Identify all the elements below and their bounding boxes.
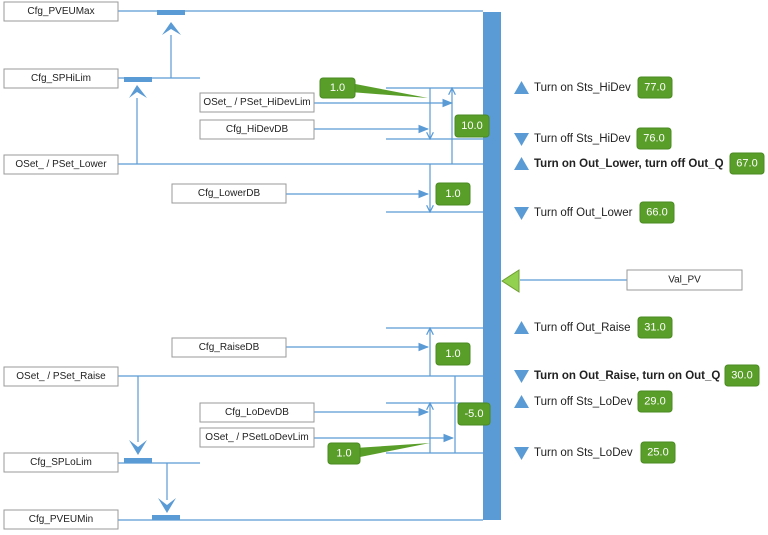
triangle-up-icon — [514, 395, 529, 408]
raisedb-badge: 1.0 — [435, 342, 471, 366]
threshold-item: Turn off Sts_HiDev 76.0 — [514, 127, 672, 150]
threshold-label: Turn on Out_Lower, turn off Out_Q — [534, 158, 724, 170]
threshold-value: 29.0 — [644, 396, 665, 408]
threshold-value-badge — [637, 76, 673, 99]
threshold-value: 66.0 — [646, 207, 667, 219]
input-label: OSet_ / PSet_Lower — [15, 159, 107, 170]
input-label: Cfg_SPHiLim — [31, 73, 91, 84]
input-cfg-hidevdb[interactable]: Cfg_HiDevDB — [199, 119, 315, 140]
threshold-item: Turn off Out_Raise 31.0 — [514, 316, 673, 339]
svg-text:1.0: 1.0 — [336, 448, 351, 460]
threshold-label: Turn on Sts_HiDev — [534, 82, 631, 94]
triangle-up-icon — [514, 81, 529, 94]
threshold-value-badge — [639, 201, 675, 224]
input-label: Cfg_RaiseDB — [199, 342, 260, 353]
threshold-item: Turn on Sts_HiDev 77.0 — [514, 76, 673, 99]
connector-lines — [118, 10, 627, 521]
triangle-up-icon — [514, 321, 529, 334]
input-cfg-lowerdb[interactable]: Cfg_LowerDB — [171, 183, 287, 204]
threshold-label: Turn off Out_Lower — [534, 207, 633, 219]
input-cfg-lodevdb[interactable]: Cfg_LoDevDB — [199, 402, 315, 423]
svg-text:1.0: 1.0 — [445, 188, 460, 200]
threshold-value: 67.0 — [736, 158, 757, 170]
input-label: Cfg_LoDevDB — [225, 407, 289, 418]
hidevdb-callout: 1.0 — [319, 77, 428, 99]
lodevdb-callout: 1.0 — [327, 442, 430, 465]
pv-scale-bar — [483, 12, 501, 520]
svg-text:-5.0: -5.0 — [465, 408, 484, 420]
high-clamp-marker — [157, 10, 185, 15]
input-cfg-splolim[interactable]: Cfg_SPLoLim — [3, 452, 119, 473]
input-label: Cfg_SPLoLim — [30, 457, 92, 468]
low-clamp-marker — [152, 515, 180, 520]
threshold-label: Turn on Sts_LoDev — [534, 447, 633, 459]
input-label: OSet_ / PSet_Raise — [16, 371, 106, 382]
chevron-down-icon — [158, 498, 176, 513]
threshold-item: Turn off Out_Lower 66.0 — [514, 201, 675, 224]
threshold-value: 25.0 — [647, 447, 668, 459]
chevron-down-icon — [129, 440, 147, 455]
threshold-value-badge — [636, 127, 672, 150]
svg-text:10.0: 10.0 — [461, 120, 482, 132]
triangle-down-icon — [514, 370, 529, 383]
input-label: OSet_ / PSet_HiDevLim — [203, 97, 310, 108]
lowerdb-badge: 1.0 — [435, 182, 471, 206]
threshold-label: Turn off Sts_LoDev — [534, 396, 633, 408]
threshold-item: Turn off Sts_LoDev 29.0 — [514, 390, 673, 413]
threshold-item: Turn on Out_Raise, turn on Out_Q 30.0 — [514, 364, 760, 387]
input-label: Cfg_PVEUMax — [27, 6, 94, 17]
input-label: Cfg_LowerDB — [198, 188, 261, 199]
threshold-label: Turn on Out_Raise, turn on Out_Q — [534, 370, 720, 382]
input-cfg-pveumin[interactable]: Cfg_PVEUMin — [3, 509, 119, 530]
input-label: OSet_ / PSetLoDevLim — [205, 432, 308, 443]
threshold-item: Turn on Sts_LoDev 25.0 — [514, 441, 676, 464]
threshold-label: Turn off Sts_HiDev — [534, 133, 631, 145]
chevron-up-icon — [129, 85, 147, 98]
svg-text:1.0: 1.0 — [445, 348, 460, 360]
pv-pointer-icon — [501, 269, 520, 293]
input-pset-hidevlim[interactable]: OSet_ / PSet_HiDevLim — [199, 92, 315, 113]
threshold-value: 31.0 — [644, 322, 665, 334]
input-pset-raise[interactable]: OSet_ / PSet_Raise — [3, 366, 119, 387]
threshold-label: Turn off Out_Raise — [534, 322, 631, 334]
triangle-down-icon — [514, 207, 529, 220]
input-cfg-sphilim[interactable]: Cfg_SPHiLim — [3, 68, 119, 89]
triangle-down-icon — [514, 133, 529, 146]
threshold-value-badge — [637, 390, 673, 413]
input-label: Val_PV — [668, 275, 701, 286]
threshold-item: Turn on Out_Lower, turn off Out_Q 67.0 — [514, 152, 765, 175]
threshold-value: 77.0 — [644, 82, 665, 94]
chevron-up-icon — [162, 22, 181, 35]
sphilim-clamp-marker — [124, 77, 152, 82]
splolim-clamp-marker — [124, 458, 152, 463]
triangle-down-icon — [514, 447, 529, 460]
lodevlim-badge: -5.0 — [457, 402, 491, 426]
threshold-value-badge — [637, 316, 673, 339]
input-val-pv[interactable]: Val_PV — [626, 269, 743, 291]
input-pset-lodevlim[interactable]: OSet_ / PSetLoDevLim — [199, 427, 315, 448]
input-cfg-pveumax[interactable]: Cfg_PVEUMax — [3, 1, 119, 22]
input-cfg-raisedb[interactable]: Cfg_RaiseDB — [171, 337, 287, 358]
hidevlim-badge: 10.0 — [454, 114, 490, 138]
threshold-value-badge — [724, 364, 760, 387]
input-label: Cfg_PVEUMin — [29, 514, 93, 525]
input-label: Cfg_HiDevDB — [226, 124, 289, 135]
triangle-up-icon — [514, 157, 529, 170]
input-pset-lower[interactable]: OSet_ / PSet_Lower — [3, 154, 119, 175]
threshold-value-badge — [640, 441, 676, 464]
threshold-value: 76.0 — [643, 133, 664, 145]
threshold-value: 30.0 — [731, 370, 752, 382]
threshold-value-badge — [729, 152, 765, 175]
svg-text:1.0: 1.0 — [330, 82, 345, 94]
